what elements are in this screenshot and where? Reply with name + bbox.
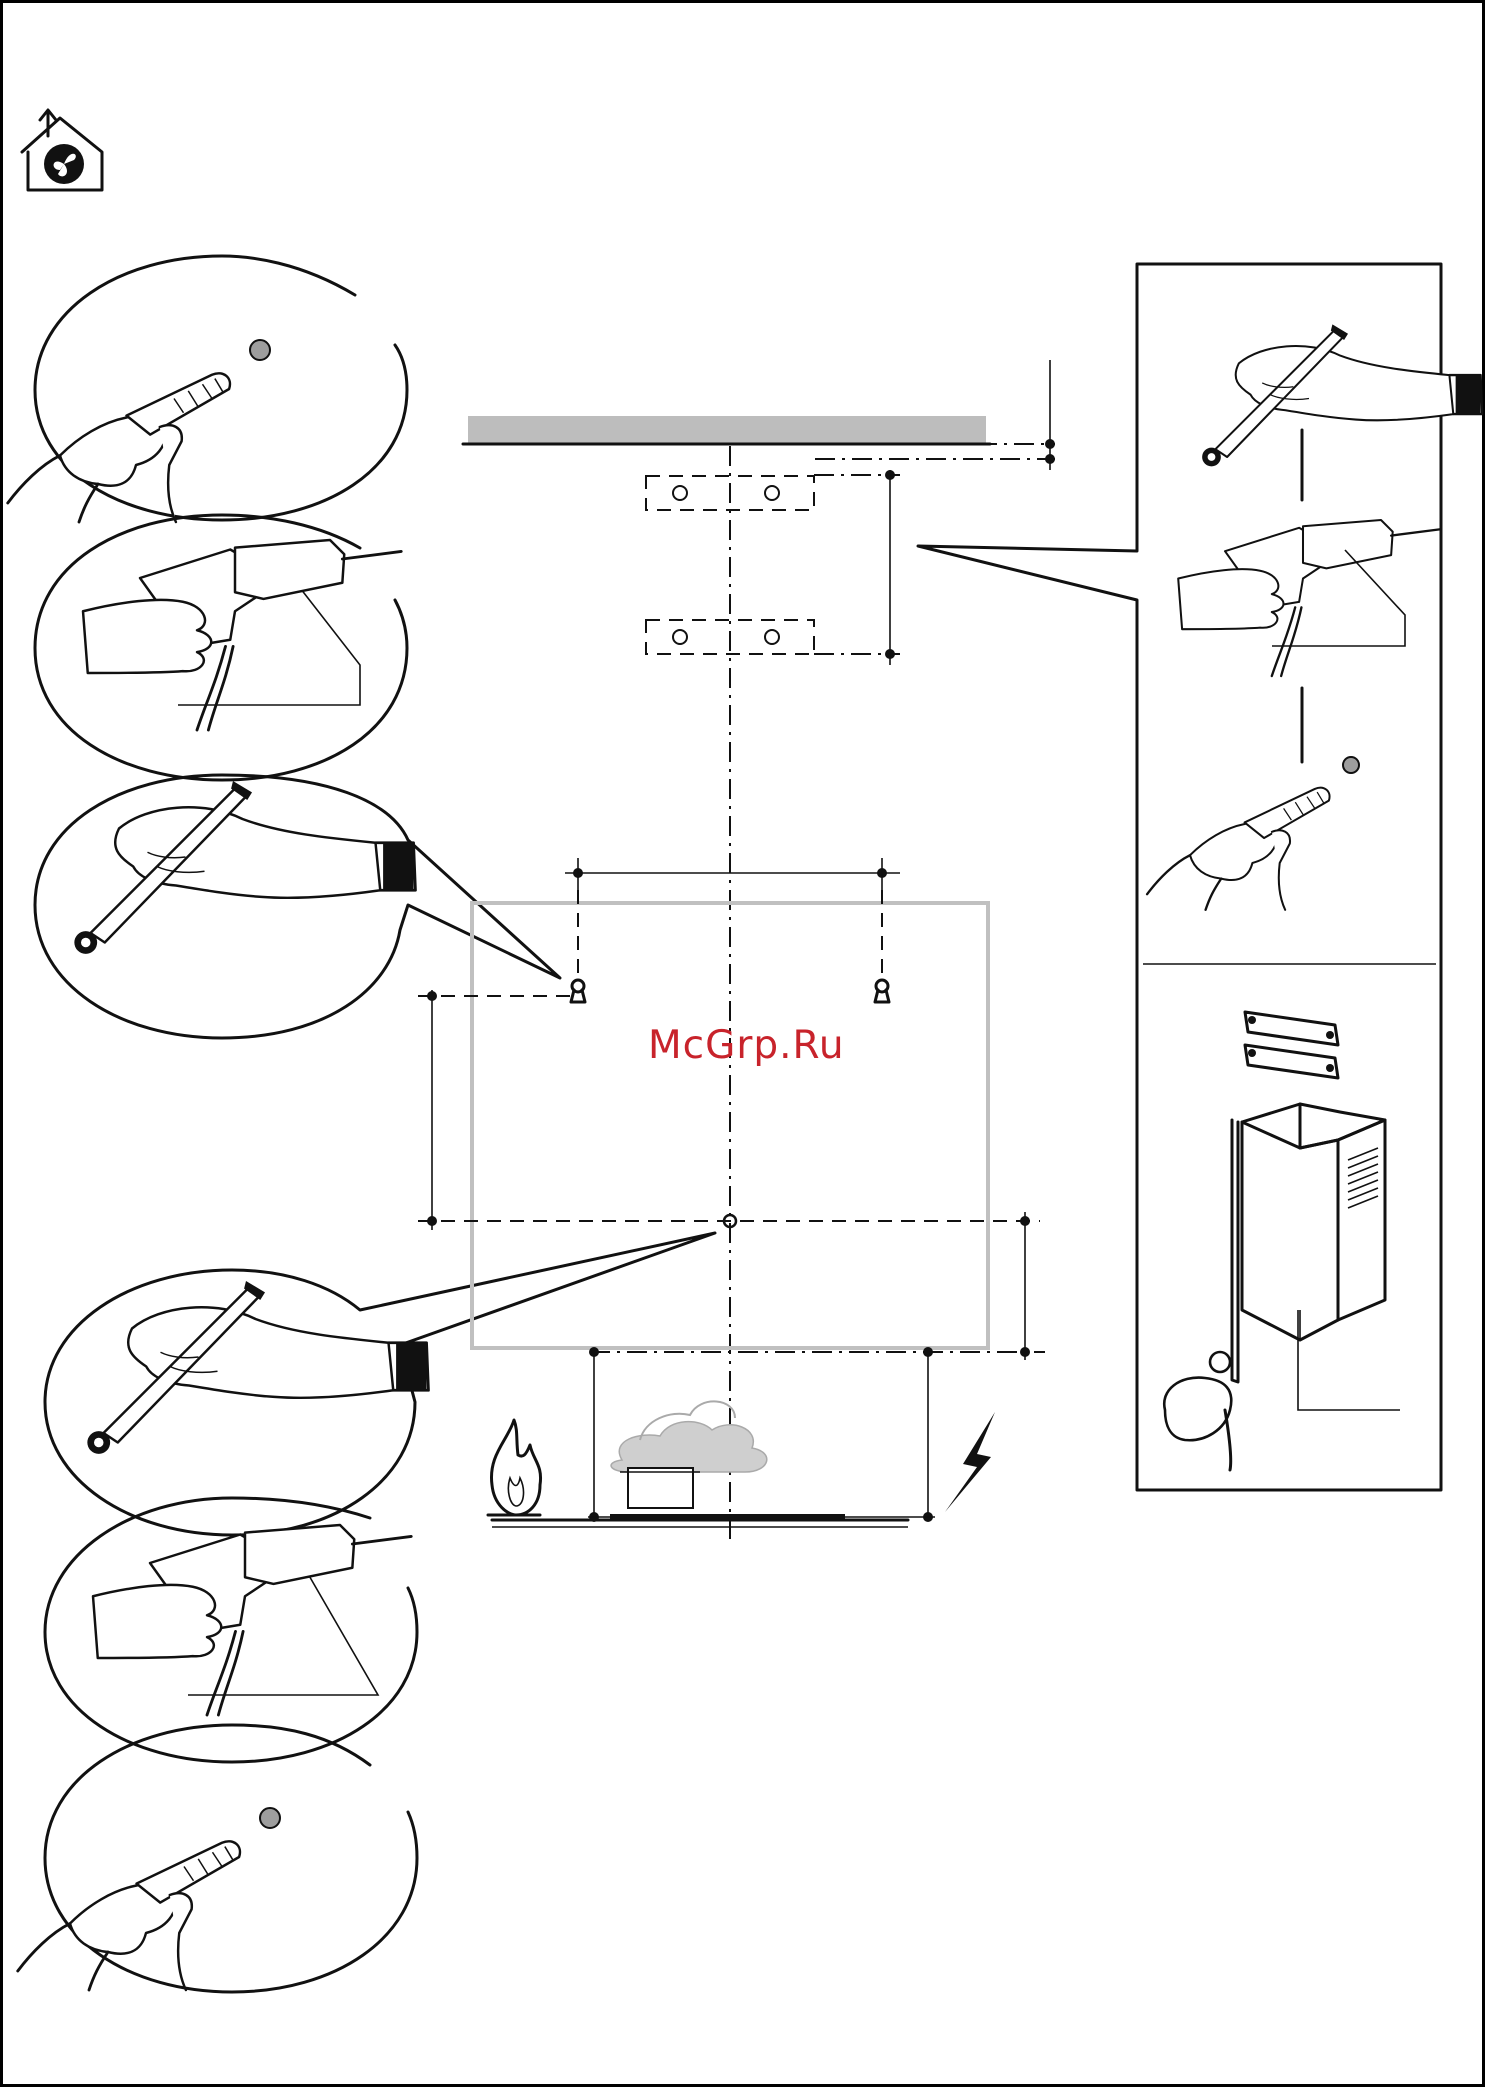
gas-flame-icon (488, 1420, 541, 1515)
step-ellipse-mark-top (35, 775, 560, 1038)
watermark-text: McGrp.Ru (648, 1023, 845, 1068)
hand-drill-icon (1178, 520, 1439, 676)
ceiling-dimension-marks (815, 360, 1055, 470)
wall-hole-icon (260, 1808, 280, 1828)
keyhole-right (875, 980, 889, 1002)
step-ellipse-drill-top (35, 515, 407, 780)
right-detail-panel (918, 264, 1482, 1490)
cooking-pot-steam-icon (611, 1401, 767, 1508)
telescopic-chimney-icon (1232, 1104, 1400, 1410)
step-ellipse-mark-bottom (45, 1233, 715, 1535)
step-ellipse-drill-bottom (45, 1498, 417, 1762)
center-to-bottom-dimension (590, 1212, 1045, 1360)
hand-wall-plug-icon (1147, 788, 1329, 910)
cooktop (492, 1514, 908, 1527)
electric-lightning-icon (945, 1412, 995, 1512)
hand-wall-plug-icon (18, 1841, 240, 1990)
keyhole-spacing-dimension (565, 858, 900, 975)
hand-drill-icon (83, 540, 401, 730)
keyhole-to-center-dimension (418, 990, 572, 1230)
hand-pencil-marking-icon (74, 781, 415, 954)
ducted-extraction-house-fan-icon (22, 110, 102, 190)
ceiling (463, 416, 990, 444)
bracket-spacing-dimension (814, 470, 900, 665)
hand-drill-icon (93, 1525, 411, 1715)
bracket-pair-icon (1245, 1012, 1338, 1078)
wall-hole-icon (250, 340, 270, 360)
wall-hole-icon (1343, 757, 1359, 773)
keyhole-left (571, 980, 585, 1002)
hand-tape-measure-icon (1164, 1352, 1231, 1470)
step-ellipse-insert-plug-bottom (18, 1725, 417, 1992)
step-ellipse-insert-plug-top (8, 256, 407, 522)
